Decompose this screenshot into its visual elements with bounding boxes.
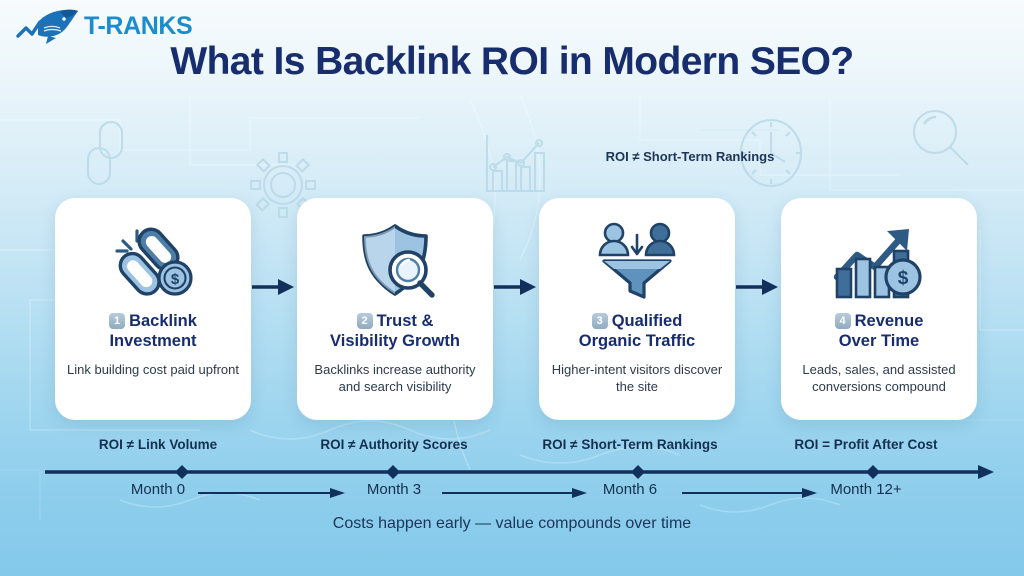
step-card-3-title-line1: Qualified [611,312,683,330]
step-card-2-title-line2: Visibility Growth [330,331,460,350]
shark-trendline-logo-icon [16,9,78,44]
bar-chart-trend-icon [485,135,546,193]
connector-arrow-2 [494,279,536,295]
svg-text:$: $ [898,268,909,289]
step-number-badge-3: 3 [591,313,608,329]
step-card-4-title-line1: Revenue [854,312,924,330]
timeline-label-1: Month 3 [366,481,422,498]
chain-link-icon [86,120,124,186]
step-card-1-title-line1: Backlink [129,312,197,330]
connector-arrow-1 [252,279,294,295]
brand-logo-text: T-RANKS [84,11,193,40]
roi-caption-4: ROI = Profit After Cost [794,437,938,452]
step-card-2-title-line1: Trust & [376,312,434,330]
timeline-label-3: Month 12+ [830,481,902,498]
step-number-badge-2: 2 [356,313,373,329]
timeline-marker-3 [866,465,880,479]
magnifier-icon [912,109,969,166]
shield-magnifier-icon [350,218,440,304]
step-card-3-title-line2: Organic Traffic [578,331,696,350]
step-card-2-description: Backlinks increase authority and search … [314,361,476,394]
floating-note: ROI ≠ Short-Term Rankings [605,149,775,164]
page-title: What Is Backlink ROI in Modern SEO? [170,40,854,83]
step-card-4-description: Leads, sales, and assisted conversions c… [802,361,956,394]
footer-note: Costs happen early — value compounds ove… [332,515,692,532]
roi-caption-2: ROI ≠ Authority Scores [320,437,468,452]
step-number-badge-4: 4 [834,313,851,329]
step-number-badge-1: 1 [109,313,126,329]
timeline-marker-2 [631,465,645,479]
step-card-3-description: Higher-intent visitors discover the site [551,361,723,394]
step-card-4-title-line2: Over Time [838,331,920,350]
timeline-marker-1 [386,465,400,479]
svg-text:$: $ [171,271,180,288]
bar-chart-arrow-dollar-icon: $ [831,218,927,304]
timeline-label-2: Month 6 [602,481,658,498]
roi-caption-3: ROI ≠ Short-Term Rankings [542,437,718,452]
roi-caption-1: ROI ≠ Link Volume [98,437,218,452]
chain-link-dollar-coin-icon: $ [107,218,199,304]
timeline-label-0: Month 0 [130,481,186,498]
timeline-labels: Month 0 Month 3 Month 6 Month 12+ [40,481,984,498]
timeline-marker-0 [175,465,189,479]
brand-logo[interactable]: T-RANKS [16,6,193,46]
roi-caption-row: ROI ≠ Link Volume ROI ≠ Authority Scores… [40,437,984,452]
timeline-axis [45,465,994,498]
funnel-users-icon [594,218,680,304]
connector-arrow-3 [736,279,778,295]
step-card-1-title-line2: Investment [109,331,197,350]
step-card-1-description: Link building cost paid upfront [67,361,240,377]
